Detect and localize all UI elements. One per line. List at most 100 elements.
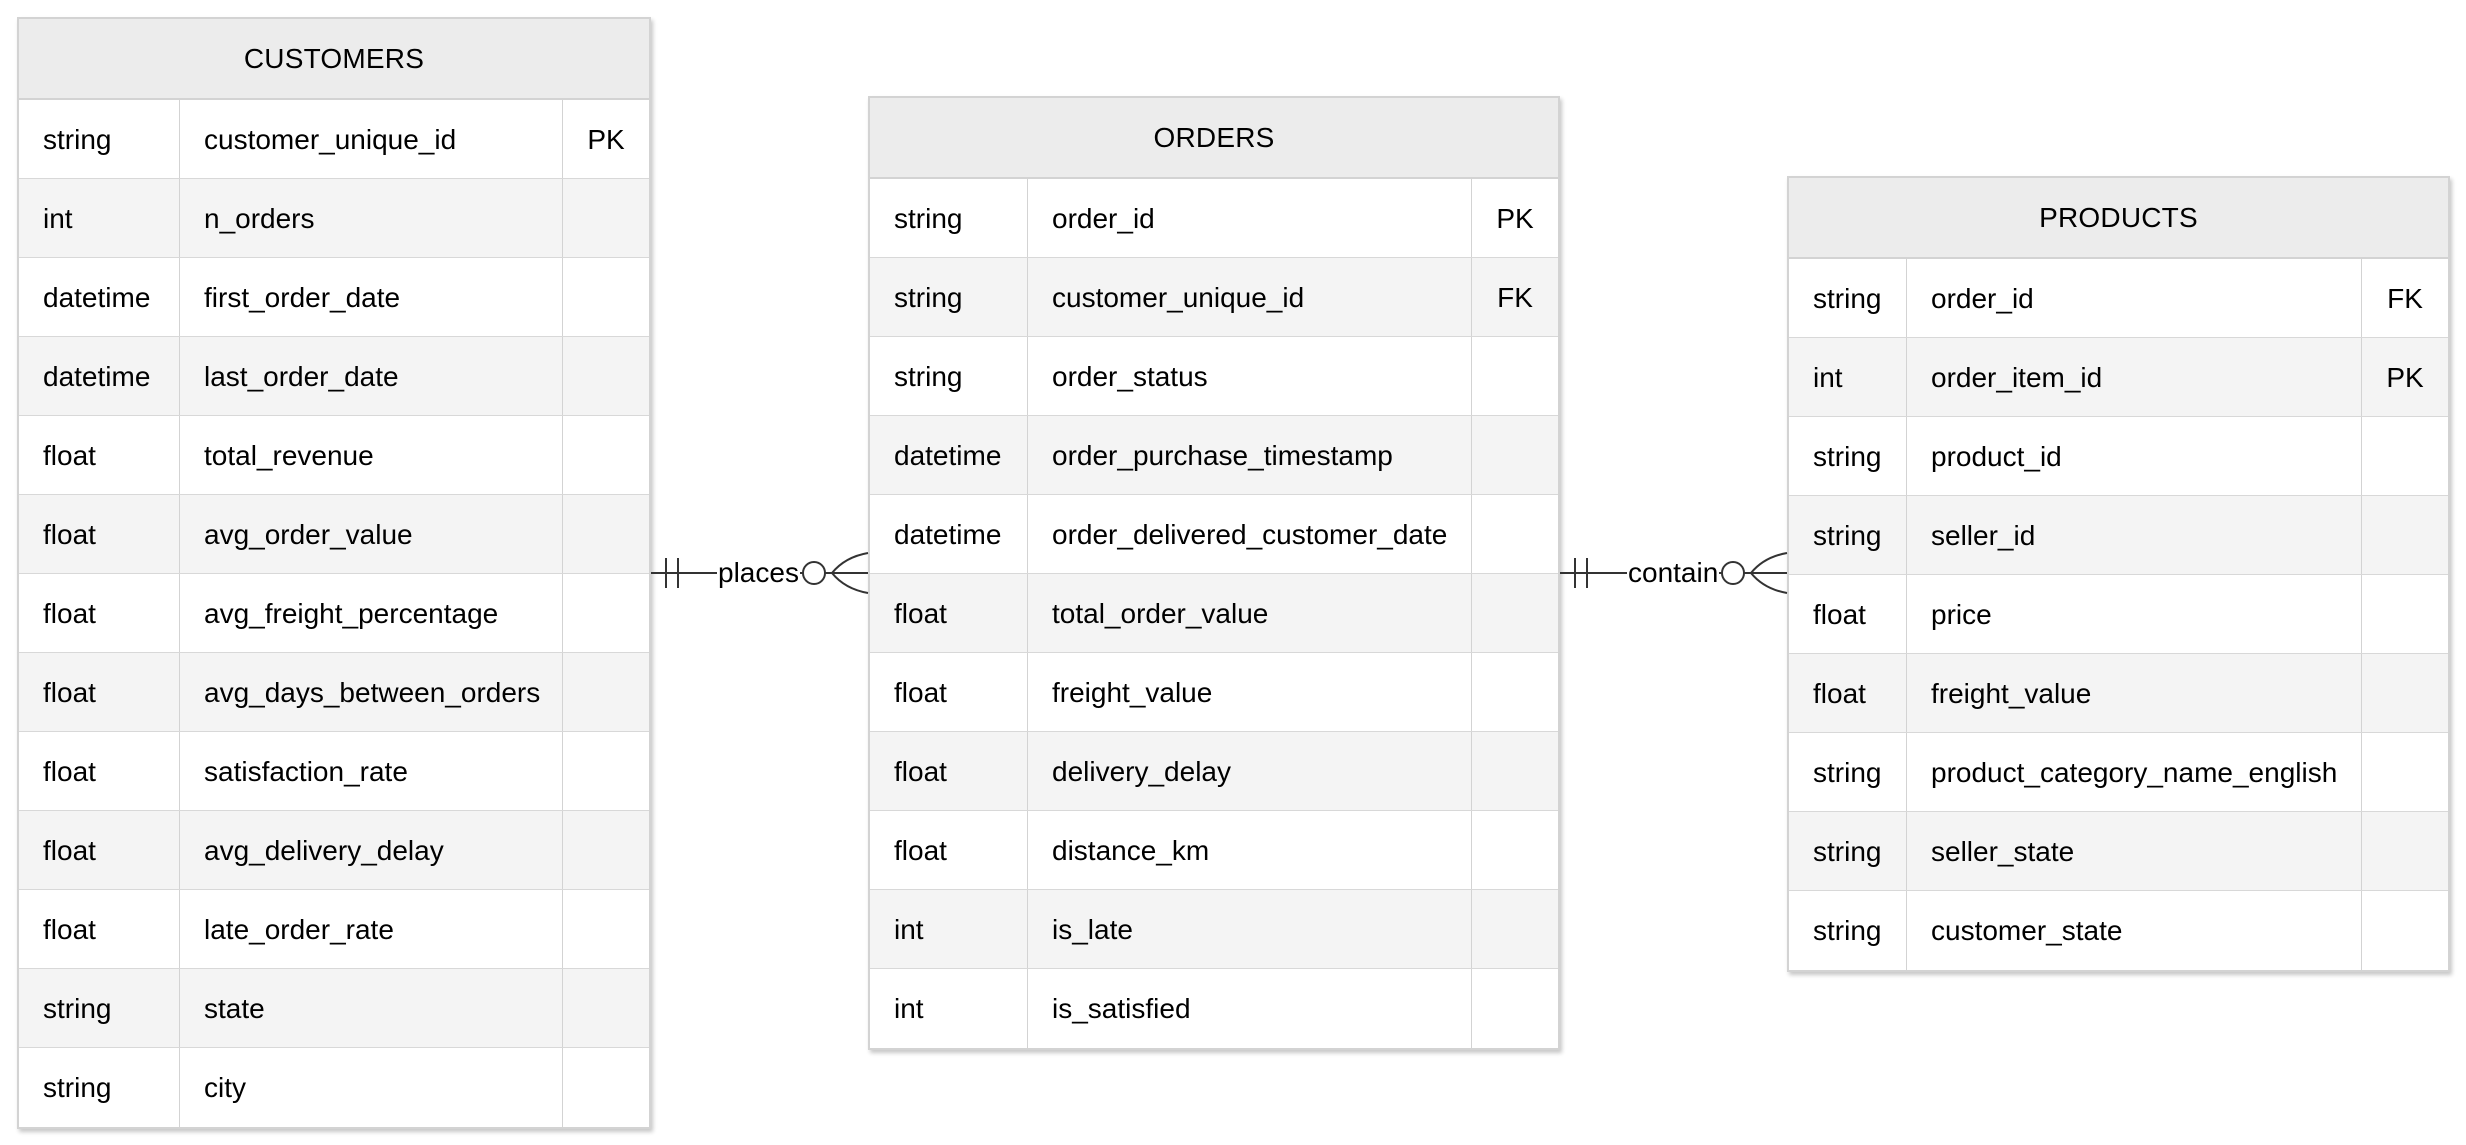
customers-entity-title: CUSTOMERS	[19, 19, 649, 100]
products-field-row: string product_category_name_english	[1789, 733, 2448, 812]
field-name: order_delivered_customer_date	[1027, 495, 1471, 573]
field-key	[562, 258, 649, 336]
field-key	[1471, 495, 1558, 573]
contain-crowfoot	[1749, 552, 1788, 594]
field-key	[562, 495, 649, 573]
field-type: string	[1813, 836, 1882, 867]
field-name: order_item_id	[1906, 338, 2361, 416]
field-type: datetime	[43, 361, 151, 392]
field-type: string	[1813, 441, 1882, 472]
field-key	[562, 1048, 649, 1127]
field-key	[1471, 574, 1558, 652]
field-name: late_order_rate	[179, 890, 562, 968]
field-name: city	[179, 1048, 562, 1127]
field-name: avg_delivery_delay	[179, 811, 562, 889]
field-name: customer_unique_id	[179, 100, 562, 178]
field-name: avg_freight_percentage	[179, 574, 562, 652]
orders-entity-title: ORDERS	[870, 98, 1558, 179]
field-key	[2361, 575, 2448, 653]
field-key	[562, 337, 649, 415]
field-type: int	[1813, 362, 1843, 393]
field-key	[562, 732, 649, 810]
field-name: seller_id	[1906, 496, 2361, 574]
contain-label: contain	[1627, 556, 1720, 590]
field-type: datetime	[894, 519, 1002, 550]
field-name: order_id	[1906, 259, 2361, 337]
field-name: freight_value	[1027, 653, 1471, 731]
products-entity-title: PRODUCTS	[1789, 178, 2448, 259]
field-type: int	[43, 203, 73, 234]
field-type: string	[1813, 757, 1882, 788]
field-name: first_order_date	[179, 258, 562, 336]
field-name: avg_order_value	[179, 495, 562, 573]
field-key	[562, 890, 649, 968]
field-key: FK	[2361, 259, 2448, 337]
field-key	[1471, 653, 1558, 731]
field-name: satisfaction_rate	[179, 732, 562, 810]
field-key	[562, 811, 649, 889]
field-type: float	[43, 519, 96, 550]
field-name: order_status	[1027, 337, 1471, 415]
field-type: string	[43, 1072, 112, 1103]
field-type: datetime	[894, 440, 1002, 471]
places-crowfoot	[830, 552, 869, 594]
field-type: string	[43, 993, 112, 1024]
field-name: state	[179, 969, 562, 1047]
field-key	[562, 416, 649, 494]
field-name: order_id	[1027, 179, 1471, 257]
field-key	[2361, 496, 2448, 574]
customers-field-row: datetime last_order_date	[19, 337, 649, 416]
field-name: customer_unique_id	[1027, 258, 1471, 336]
field-key: FK	[1471, 258, 1558, 336]
customers-field-row: float avg_delivery_delay	[19, 811, 649, 890]
field-type: int	[894, 914, 924, 945]
field-name: last_order_date	[179, 337, 562, 415]
field-key	[2361, 891, 2448, 970]
field-type: string	[894, 203, 963, 234]
field-name: is_satisfied	[1027, 969, 1471, 1048]
field-type: string	[43, 124, 112, 155]
field-name: product_id	[1906, 417, 2361, 495]
field-key	[562, 574, 649, 652]
field-type: float	[894, 677, 947, 708]
field-name: total_order_value	[1027, 574, 1471, 652]
field-name: seller_state	[1906, 812, 2361, 890]
field-name: order_purchase_timestamp	[1027, 416, 1471, 494]
customers-field-row: float avg_order_value	[19, 495, 649, 574]
field-type: float	[43, 835, 96, 866]
products-field-row: string seller_id	[1789, 496, 2448, 575]
field-name: is_late	[1027, 890, 1471, 968]
field-key	[2361, 417, 2448, 495]
field-key: PK	[562, 100, 649, 178]
field-type: string	[1813, 520, 1882, 551]
orders-field-row: datetime order_delivered_customer_date	[870, 495, 1558, 574]
field-key: PK	[1471, 179, 1558, 257]
field-key	[1471, 890, 1558, 968]
customers-field-row: float avg_freight_percentage	[19, 574, 649, 653]
field-key	[562, 969, 649, 1047]
field-name: distance_km	[1027, 811, 1471, 889]
field-type: float	[43, 598, 96, 629]
field-type: float	[43, 440, 96, 471]
products-field-row: string product_id	[1789, 417, 2448, 496]
field-name: product_category_name_english	[1906, 733, 2361, 811]
field-name: freight_value	[1906, 654, 2361, 732]
field-key	[2361, 733, 2448, 811]
products-field-row: string seller_state	[1789, 812, 2448, 891]
field-name: n_orders	[179, 179, 562, 257]
